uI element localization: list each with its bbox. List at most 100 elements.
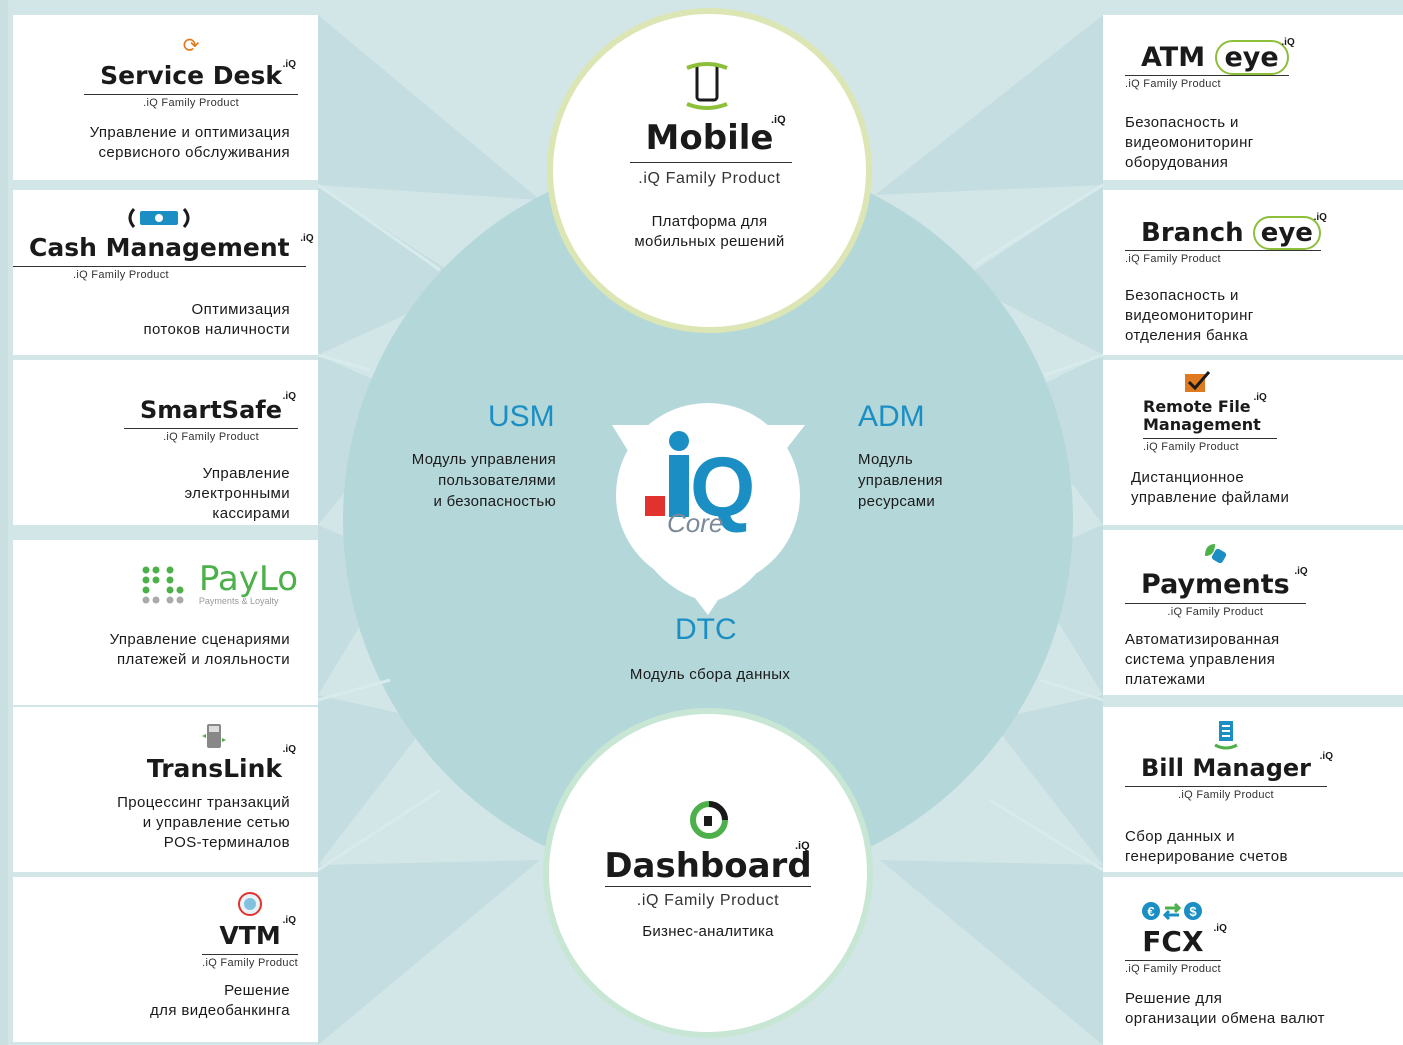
desc-line: Сбор данных и: [1125, 828, 1235, 845]
product-desc: Оптимизация потоков наличности: [143, 300, 290, 340]
dashboard-desc: Бизнес-аналитика: [549, 922, 867, 942]
desc-line: управление файлами: [1131, 489, 1290, 506]
dashboard-sup: .iQ: [795, 840, 810, 852]
core-i: [669, 455, 689, 517]
product-card-branch-eye[interactable]: Branch eye .iQ .iQ Family Product Безопа…: [1103, 190, 1403, 355]
product-card-bill-manager[interactable]: Bill Manager .iQ .iQ Family Product Сбор…: [1103, 707, 1403, 872]
product-desc: Управление сценариями платежей и лояльно…: [110, 630, 290, 670]
product-card-payments[interactable]: Payments .iQ .iQ Family Product Автомати…: [1103, 530, 1403, 695]
desc-line: потоков наличности: [143, 321, 290, 338]
product-name: VTM: [202, 921, 298, 955]
product-name-eye: eye: [1214, 40, 1289, 75]
product-card-smartsafe[interactable]: SmartSafe .iQ .iQ Family Product Управле…: [13, 360, 318, 525]
svg-text:$: $: [1189, 904, 1197, 919]
vtm-logo: VTM .iQ .iQ Family Product: [202, 889, 298, 969]
desc-line: платежей и лояльности: [117, 651, 290, 668]
desc-line: POS-терминалов: [163, 834, 290, 851]
desc-line: Процессинг транзакций: [117, 794, 290, 811]
product-card-translink[interactable]: TransLink .iQ Процессинг транзакций и уп…: [13, 707, 318, 872]
product-desc: Безопасность и видеомониторинг отделения…: [1125, 286, 1254, 346]
product-desc: Управление и оптимизация сервисного обсл…: [90, 123, 290, 163]
fan-ray: [318, 15, 540, 200]
service-desk-logo: ⟳ Service Desk .iQ .iQ Family Product: [84, 33, 298, 109]
paylo-dots-icon: [142, 566, 184, 604]
desc-line: Управление: [202, 465, 290, 482]
product-family: Payments & Loyalty: [198, 596, 279, 606]
product-desc: Сбор данных и генерирование счетов: [1125, 827, 1288, 867]
product-family: .iQ Family Product: [73, 269, 169, 281]
product-family: .iQ Family Product: [163, 431, 259, 443]
desc-line: оборудования: [1125, 154, 1229, 171]
mobile-family: .iQ Family Product: [638, 170, 781, 187]
desc-line: Решение: [224, 982, 290, 999]
product-sup: .iQ: [282, 59, 296, 70]
product-family: .iQ Family Product: [1125, 250, 1321, 265]
product-family: .iQ Family Product: [1167, 606, 1264, 618]
desc-line: организации обмена валют: [1125, 1010, 1325, 1027]
mobile-divider: [630, 162, 792, 163]
desc-line: Модуль сбора данных: [629, 666, 791, 683]
dashboard-bubble[interactable]: Dashboard .iQ .iQ Family Product Бизнес-…: [543, 708, 873, 1038]
product-desc: Решение для организации обмена валют: [1125, 989, 1325, 1029]
desc-line: генерирование счетов: [1125, 848, 1288, 865]
remote-file-logo: Remote File Management .iQ .iQ Family Pr…: [1125, 370, 1277, 453]
adm-title: ADM: [858, 400, 925, 433]
product-sup: .iQ: [300, 233, 314, 244]
product-sup: .iQ: [1313, 212, 1327, 223]
payments-leaf-icon: [1125, 538, 1306, 568]
cash-cycle-icon: [13, 205, 306, 231]
product-name: Branch: [1141, 218, 1244, 248]
desc-line: пользователями: [438, 472, 556, 489]
product-name-eye: eye: [1252, 216, 1321, 250]
smartsafe-logo: SmartSafe .iQ .iQ Family Product: [124, 391, 298, 443]
desc-line: ресурсами: [858, 493, 936, 510]
product-card-vtm[interactable]: VTM .iQ .iQ Family Product Решение для в…: [13, 877, 318, 1042]
desc-line: электронными: [184, 485, 290, 502]
desc-line: для видеобанкинга: [150, 1002, 290, 1019]
product-card-atm-eye[interactable]: ATM eye .iQ .iQ Family Product Безопасно…: [1103, 15, 1403, 180]
product-name: TransLink: [146, 754, 282, 783]
desc-line: Автоматизированная: [1125, 631, 1280, 648]
paylo-logo: PayLo Payments & Loyalty: [140, 562, 298, 606]
desc-line: Бизнес-аналитика: [642, 923, 774, 940]
product-name: Payments: [1125, 570, 1306, 604]
product-card-cash-management[interactable]: Cash Management .iQ .iQ Family Product О…: [13, 190, 318, 355]
mobile-phone-icon: [685, 60, 729, 121]
desc-line: Безопасность и: [1125, 287, 1239, 304]
dashboard-chart-icon: [689, 800, 729, 845]
product-name: ATM: [1141, 42, 1206, 73]
product-card-paylo[interactable]: PayLo Payments & Loyalty Управление сцен…: [13, 540, 318, 705]
usm-title: USM: [488, 400, 555, 433]
core-q: Q: [690, 440, 755, 534]
product-card-remote-file[interactable]: Remote File Management .iQ .iQ Family Pr…: [1103, 360, 1403, 525]
desc-line: Безопасность и: [1125, 114, 1239, 131]
desc-line: Управление сценариями: [109, 631, 290, 648]
desc-line: управления: [858, 472, 943, 489]
product-sup: .iQ: [1253, 392, 1267, 403]
product-family: .iQ Family Product: [143, 97, 239, 109]
mobile-bubble[interactable]: Mobile .iQ .iQ Family Product Платформа …: [547, 8, 872, 333]
product-card-service-desk[interactable]: ⟳ Service Desk .iQ .iQ Family Product Уп…: [13, 15, 318, 180]
product-card-fcx[interactable]: €$ FCX .iQ .iQ Family Product Решение дл…: [1103, 877, 1403, 1045]
product-name: FCX: [1125, 927, 1221, 961]
desc-line: отделения банка: [1125, 327, 1249, 344]
globe-headset-icon: [202, 889, 298, 919]
product-desc: Процессинг транзакций и управление сетью…: [117, 793, 290, 853]
product-desc: Дистанционное управление файлами: [1131, 468, 1289, 508]
product-desc: Безопасность и видеомониторинг оборудова…: [1125, 113, 1254, 173]
desc-line: сервисного обслуживания: [98, 144, 290, 161]
core-label: Core: [667, 508, 724, 538]
product-sup: .iQ: [282, 915, 296, 926]
desc-line: система управления: [1125, 651, 1276, 668]
product-sup: .iQ: [282, 391, 296, 402]
pos-terminal-icon: [131, 722, 298, 752]
desc-line: Модуль управления: [411, 451, 556, 468]
product-desc: Управление электронными кассирами: [184, 464, 290, 524]
desc-line: видеомониторинг: [1125, 134, 1254, 151]
checkbox-icon: [1143, 370, 1277, 396]
desc-line: Модуль: [858, 451, 913, 468]
desc-line: Дистанционное: [1131, 469, 1245, 486]
desc-line: Платформа для: [651, 213, 768, 230]
product-family: .iQ Family Product: [202, 957, 298, 969]
fcx-logo: €$ FCX .iQ .iQ Family Product: [1125, 899, 1227, 975]
